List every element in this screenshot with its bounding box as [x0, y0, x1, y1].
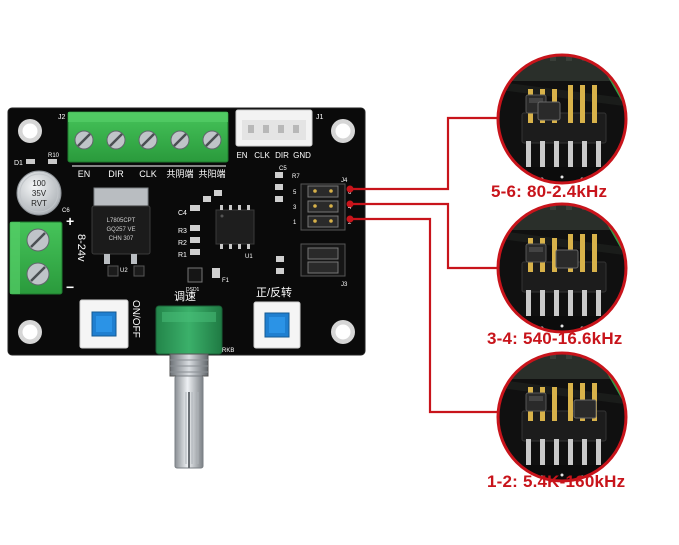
power-voltage-label: 8-24v [75, 234, 87, 262]
power-terminal-block [9, 221, 63, 295]
jumper-pin-label: 2 [348, 220, 352, 226]
callout-connectors [350, 116, 498, 414]
jumper-pin-label: 4 [348, 205, 352, 211]
mounting-hole-icon [331, 119, 355, 143]
ref-d1: D1 [14, 160, 23, 167]
ref-j1: J1 [316, 114, 324, 121]
connector-label: DIR [275, 151, 289, 160]
regulator-part: L7805CPT [107, 218, 136, 224]
terminal-label: EN [78, 169, 91, 179]
on-off-label: ON/OFF [130, 300, 141, 338]
ref-c4: C4 [178, 210, 187, 217]
jumper-1-2-zoom-icon [496, 351, 628, 483]
electrolytic-capacitor [16, 170, 62, 216]
ref-rkb: RKB [222, 348, 234, 354]
jumper-5-6-zoom-icon [496, 53, 628, 185]
mounting-hole-icon [18, 320, 42, 344]
jumper-pin-label: 1 [293, 220, 297, 226]
capacitor-voltage: 35V [32, 189, 47, 198]
jumper-3-4-zoom-icon [496, 202, 628, 334]
callout-dot [346, 185, 354, 193]
ref-j4: J4 [341, 178, 348, 184]
regulator-origin: CHN 307 [109, 236, 134, 242]
connector-label: GND [293, 151, 311, 160]
ref-dsd1: DSD1 [186, 287, 200, 293]
direction-switch[interactable] [253, 301, 301, 349]
ref-c6: C6 [62, 208, 70, 214]
ref-j3: J3 [341, 282, 348, 288]
terminal-label: DIR [108, 169, 124, 179]
jumper-pin-labels: 5 3 1 6 4 2 [293, 190, 352, 226]
callout-line-top [350, 116, 498, 191]
direction-label: 正/反转 [256, 285, 292, 299]
ref-r1: R1 [178, 252, 187, 259]
timer-ic [215, 205, 255, 249]
connector-labels: EN CLK DIR GND [236, 151, 311, 160]
signal-terminal-block [67, 111, 229, 163]
direction-header [300, 243, 346, 277]
connector-label: EN [236, 151, 247, 160]
jumper-pin-label: 6 [348, 190, 352, 196]
capacitor-value: 100 [32, 179, 46, 188]
ref-r10: R10 [48, 153, 60, 159]
minus-sign: − [66, 279, 74, 295]
ref-u1: U1 [245, 254, 253, 260]
speed-label: 调速 [174, 290, 196, 303]
speed-potentiometer[interactable] [155, 305, 223, 469]
jst-connector [235, 109, 313, 147]
ref-r3: R3 [178, 228, 187, 235]
voltage-regulator [91, 187, 151, 264]
on-off-switch[interactable] [79, 299, 129, 349]
callout-line-mid [350, 202, 498, 270]
terminal-labels: EN DIR CLK 共阴端 共阳端 [78, 168, 226, 179]
callout-line-bot [350, 217, 498, 414]
callout-label-1-2: 1-2: 5.4K-160kHz [487, 472, 626, 491]
terminal-label: 共阳端 [198, 168, 225, 179]
ref-u2: U2 [120, 268, 128, 274]
regulator-lot: GQ257 VE [106, 227, 135, 233]
callout-label-5-6: 5-6: 80-2.4kHz [491, 182, 608, 201]
terminal-label: CLK [139, 169, 157, 179]
callout-dot [346, 200, 354, 208]
ref-f1: F1 [222, 278, 230, 284]
frequency-jumper-header [300, 183, 346, 231]
ref-r7: R7 [292, 174, 300, 180]
plus-sign: + [66, 213, 74, 229]
mounting-hole-icon [331, 320, 355, 344]
capacitor-brand: RVT [31, 199, 47, 208]
mounting-hole-icon [18, 119, 42, 143]
jumper-pin-label: 3 [293, 205, 297, 211]
connector-label: CLK [254, 151, 270, 160]
callout-label-3-4: 3-4: 540-16.6kHz [487, 329, 623, 348]
jumper-pin-label: 5 [293, 190, 297, 196]
terminal-label: 共阴端 [166, 168, 193, 179]
driver-board: EN DIR CLK 共阴端 共阳端 EN CLK DIR GND J2 J1 … [7, 107, 366, 356]
regulator-marking: L7805CPT GQ257 VE CHN 307 [106, 218, 135, 242]
ref-r2: R2 [178, 240, 187, 247]
ref-c5: C5 [279, 166, 287, 172]
capacitor-text: 100 35V RVT [31, 179, 47, 208]
ref-j2: J2 [58, 114, 66, 121]
callout-dot [346, 215, 354, 223]
